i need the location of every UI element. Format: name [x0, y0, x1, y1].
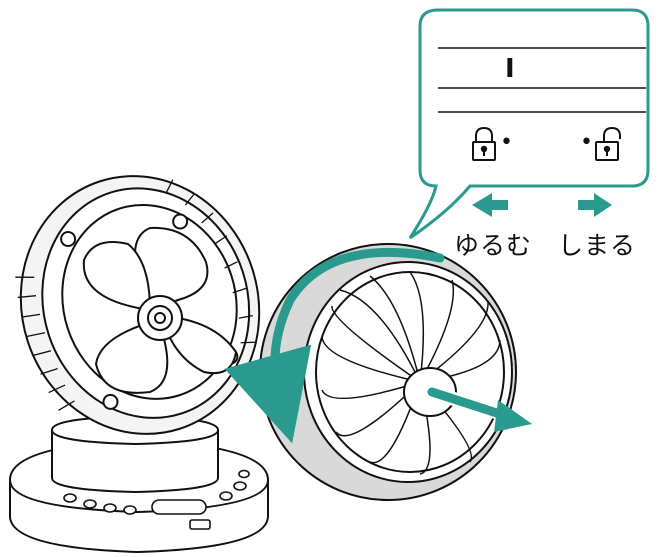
callout-left-dot: •	[500, 130, 514, 155]
arrow-left-icon	[472, 193, 508, 217]
callout-box	[410, 10, 648, 238]
callout-right-dot: •	[580, 130, 594, 155]
arrow-right-icon	[578, 193, 612, 217]
loosen-label: ゆるむ	[454, 226, 532, 262]
tighten-label: しまる	[558, 226, 636, 262]
callout-indicator-mark: I	[505, 54, 516, 84]
fan-body	[0, 145, 292, 552]
